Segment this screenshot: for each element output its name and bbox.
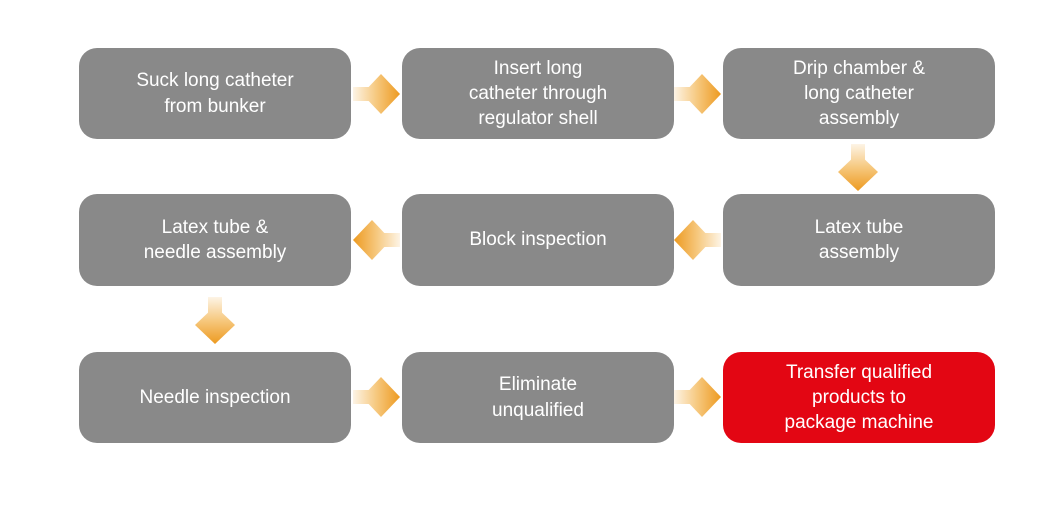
step-eliminate-unqualified: Eliminate unqualified: [402, 352, 674, 443]
arrow-down-icon: [195, 297, 235, 344]
step-suck-catheter: Suck long catheter from bunker: [79, 48, 351, 139]
arrow-down-icon: [838, 144, 878, 191]
arrow-right-icon: [674, 74, 721, 114]
step-latex-needle-assembly: Latex tube & needle assembly: [79, 194, 351, 286]
arrow-right-icon: [353, 377, 400, 417]
step-insert-catheter: Insert long catheter through regulator s…: [402, 48, 674, 139]
arrow-left-icon: [674, 220, 721, 260]
step-needle-inspection: Needle inspection: [79, 352, 351, 443]
step-latex-tube-assembly: Latex tube assembly: [723, 194, 995, 286]
step-drip-chamber-assembly: Drip chamber & long catheter assembly: [723, 48, 995, 139]
step-block-inspection: Block inspection: [402, 194, 674, 286]
step-transfer-qualified: Transfer qualified products to package m…: [723, 352, 995, 443]
arrow-left-icon: [353, 220, 400, 260]
arrow-right-icon: [674, 377, 721, 417]
arrow-right-icon: [353, 74, 400, 114]
